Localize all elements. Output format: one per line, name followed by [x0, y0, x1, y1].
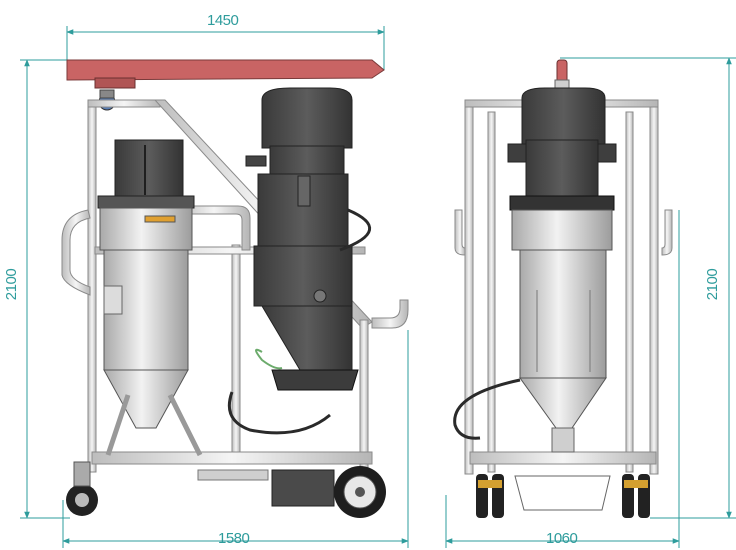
side-rear-wheel: [66, 461, 98, 516]
dimension-label-front-height: 2100: [704, 268, 722, 301]
side-front-wheel: [334, 466, 386, 518]
dimension-label-top-width: 1450: [207, 12, 239, 29]
front-view: [453, 59, 673, 518]
front-right-wheels: [622, 474, 650, 518]
pressure-tank: [97, 139, 203, 457]
dimension-label-side-length: 1580: [218, 530, 250, 547]
hose: [339, 208, 371, 252]
side-view: [61, 59, 409, 518]
dimension-lines: [20, 26, 736, 548]
separator-unit: [245, 87, 359, 391]
dimension-label-side-height: 2100: [3, 268, 21, 301]
red-boom-arm: [66, 59, 385, 81]
dimension-label-front-width: 1060: [546, 530, 578, 547]
front-left-wheels: [476, 474, 504, 518]
